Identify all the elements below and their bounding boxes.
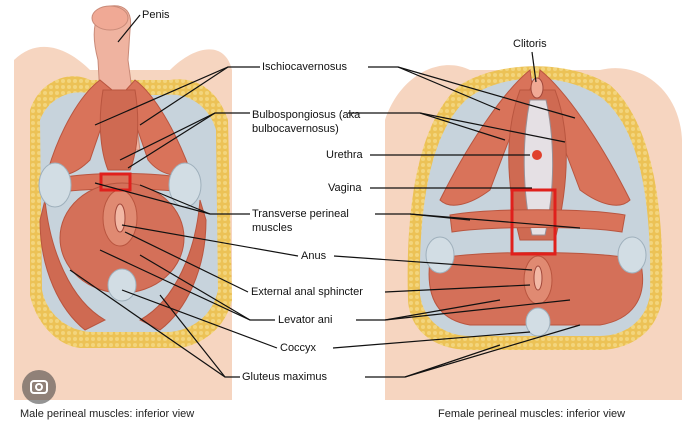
label-clitoris: Clitoris [513,38,547,50]
label-gluteus-maximus: Gluteus maximus [242,371,327,383]
male-highlight-box [99,172,132,192]
label-ischiocavernosus: Ischiocavernosus [262,61,347,73]
label-penis: Penis [142,9,170,21]
male-coccyx [107,268,137,302]
male-view [14,5,232,401]
female-fascia-right [617,236,647,274]
male-gluteus-left [39,199,107,331]
female-coccyx [525,307,551,337]
male-anus [114,203,126,233]
caption-female: Female perineal muscles: inferior view [438,408,626,420]
female-transverse-perineal [449,209,626,233]
female-urethra [532,150,542,160]
label-transverse-perineal-line2: muscles [252,222,293,234]
female-view [385,65,682,400]
male-glans [91,5,129,31]
female-vagina [523,99,554,236]
label-anus: Anus [301,250,327,262]
label-coccyx: Coccyx [280,342,317,354]
lens-icon [30,380,48,394]
label-external-anal-sphincter: External anal sphincter [251,286,363,298]
female-anus [533,265,543,291]
label-vagina: Vagina [328,182,362,194]
label-urethra: Urethra [326,149,363,161]
female-clitoris [530,77,544,99]
caption-male: Male perineal muscles: inferior view [20,408,195,420]
female-fascia-left [425,236,455,274]
label-transverse-perineal-line1: Transverse perineal [252,208,349,220]
label-levator-ani: Levator ani [278,314,333,326]
lens-search-button[interactable] [22,370,56,404]
male-bulbospongiosus [99,89,139,171]
label-bulbospongiosus-line1: Bulbospongiosus (aka [252,109,361,121]
leader-lines [69,14,581,378]
male-fascia-left [38,162,72,208]
male-fascia-right [168,162,202,208]
label-bulbospongiosus-line2: bulbocavernosus) [252,123,339,135]
